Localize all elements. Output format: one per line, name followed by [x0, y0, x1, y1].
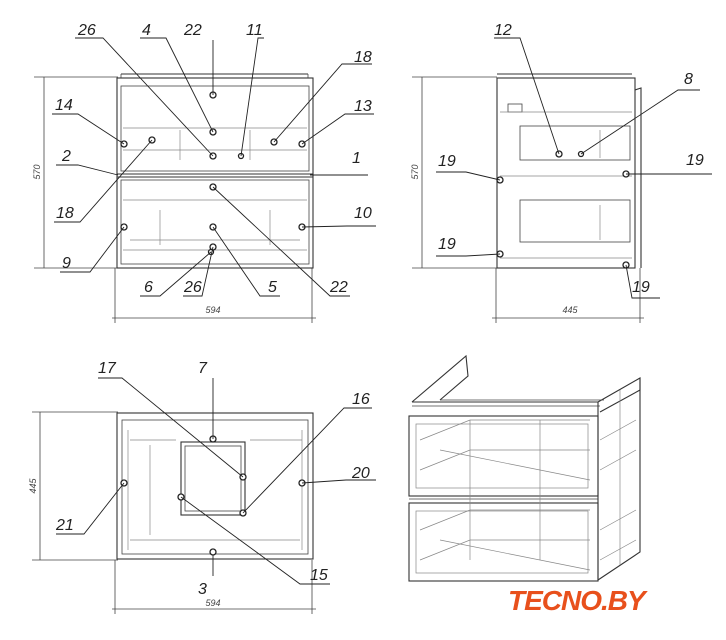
top-view-callouts: 17 7 16 20 21 15 3: [55, 360, 370, 598]
isometric-view: [408, 354, 641, 582]
callout-3: 3: [198, 581, 207, 598]
callout-11: 11: [246, 22, 263, 39]
top-width-dimension: 594: [205, 598, 220, 608]
callout-13: 13: [354, 98, 372, 115]
callout-9: 9: [62, 255, 71, 272]
callout-19: 19: [686, 152, 704, 169]
callout-18: 18: [56, 205, 74, 222]
side-view: 570 445: [410, 37, 712, 323]
callout-19: 19: [438, 236, 456, 253]
top-depth-dimension: 445: [28, 478, 38, 494]
callout-8: 8: [684, 71, 693, 88]
front-height-dimension: 570: [32, 164, 42, 179]
callout-7: 7: [198, 360, 208, 377]
callout-17: 17: [98, 360, 117, 377]
top-view: 445 594: [28, 377, 376, 614]
front-view-callouts: 26 4 22 11 18 14 13 2 1 18 10 9 6 26 5 2…: [55, 22, 372, 296]
callout-10: 10: [354, 205, 372, 222]
callout-22: 22: [329, 279, 348, 296]
side-view-callouts: 12 8 19 19 19 19: [438, 22, 704, 296]
front-view: 570 594: [32, 37, 376, 323]
side-width-dimension: 445: [562, 305, 578, 315]
callout-21: 21: [55, 517, 74, 534]
callout-12: 12: [494, 22, 512, 39]
callout-16: 16: [352, 391, 370, 408]
callout-2: 2: [61, 148, 71, 165]
front-width-dimension: 594: [205, 305, 220, 315]
callout-20: 20: [351, 465, 370, 482]
callout-1: 1: [352, 150, 361, 167]
callout-4: 4: [142, 22, 151, 39]
callout-26: 26: [183, 279, 202, 296]
callout-22: 22: [183, 22, 202, 39]
callout-18: 18: [354, 49, 372, 66]
callout-19: 19: [632, 279, 650, 296]
callout-6: 6: [144, 279, 153, 296]
callout-15: 15: [310, 567, 328, 584]
side-height-dimension: 570: [410, 164, 420, 179]
callout-5: 5: [268, 279, 277, 296]
callout-14: 14: [55, 97, 73, 114]
tecno-by-watermark-logo: TECNO.BY: [508, 585, 646, 616]
callout-26: 26: [77, 22, 96, 39]
callout-19: 19: [438, 153, 456, 170]
